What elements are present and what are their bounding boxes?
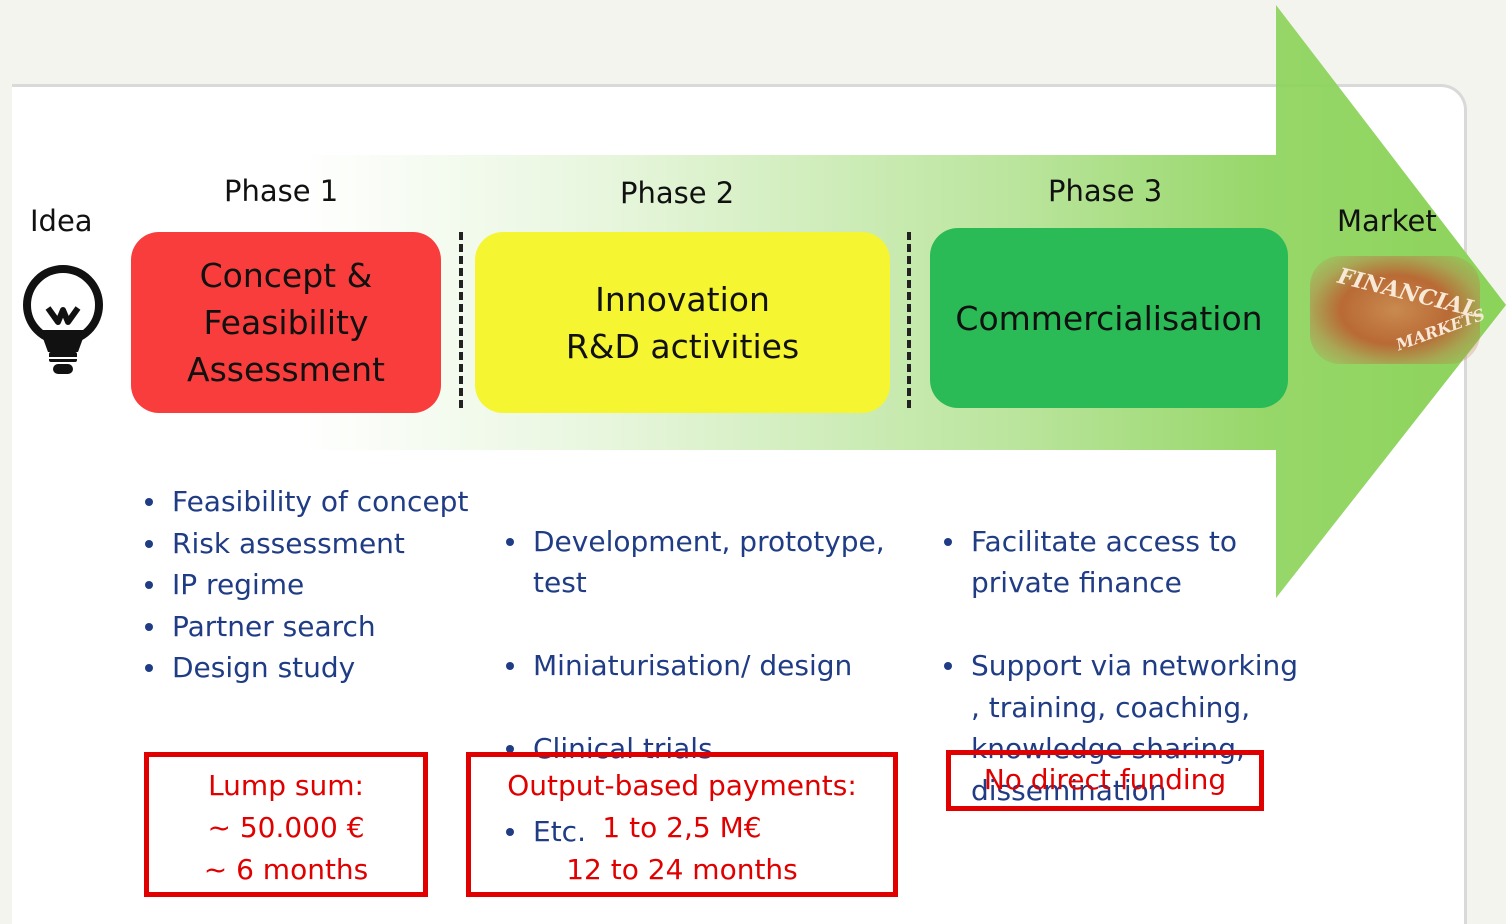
phase-3-bullet-list: Facilitate access to private finance Sup… — [944, 479, 1324, 853]
list-item: Clinical trials — [506, 728, 906, 770]
phase-2-box: Innovation R&D activities — [475, 232, 890, 413]
list-item: Feasibility of concept — [145, 481, 485, 523]
phase-3-title: Phase 3 — [1048, 174, 1163, 208]
phase-2-title: Phase 2 — [620, 176, 735, 210]
phase-2-funding-box: Output-based payments: 1 to 2,5 M€ 12 to… — [466, 752, 898, 897]
market-label: Market — [1337, 204, 1437, 238]
progress-arrow — [300, 5, 1506, 598]
list-item: Etc. — [506, 811, 906, 853]
list-item: Design study — [145, 647, 485, 689]
phase-3-box: Commercialisation — [930, 228, 1288, 408]
idea-label: Idea — [30, 204, 93, 238]
list-item: Miniaturisation/ design — [506, 645, 906, 687]
phase-1-box-text: Concept & Feasibility Assessment — [187, 256, 385, 389]
phase-1-bullet-list: Feasibility of concept Risk assessment I… — [145, 481, 485, 689]
financial-market-image: FINANCIAL MARKETS — [1310, 256, 1487, 364]
list-item: Risk assessment — [145, 523, 485, 565]
list-item: Facilitate access to private finance — [944, 521, 1324, 604]
phase-divider — [459, 232, 463, 408]
list-item: IP regime — [145, 564, 485, 606]
phase-3-funding-box: No direct funding — [946, 750, 1264, 811]
phase-2-bullet-list: Development, prototype, test Miniaturisa… — [506, 479, 906, 894]
phase-1-box: Concept & Feasibility Assessment — [131, 232, 441, 413]
phase-2-box-text: Innovation R&D activities — [565, 279, 800, 366]
list-item: Partner search — [145, 606, 485, 648]
phase-divider — [907, 232, 911, 408]
list-item: Support via networking , training, coach… — [944, 645, 1324, 811]
phase-1-title: Phase 1 — [224, 174, 339, 208]
phase-3-box-text: Commercialisation — [955, 298, 1263, 338]
lightbulb-icon — [23, 265, 103, 374]
phase-1-funding-box: Lump sum: ~ 50.000 € ~ 6 months — [144, 752, 428, 897]
list-item: Development, prototype, test — [506, 521, 906, 604]
